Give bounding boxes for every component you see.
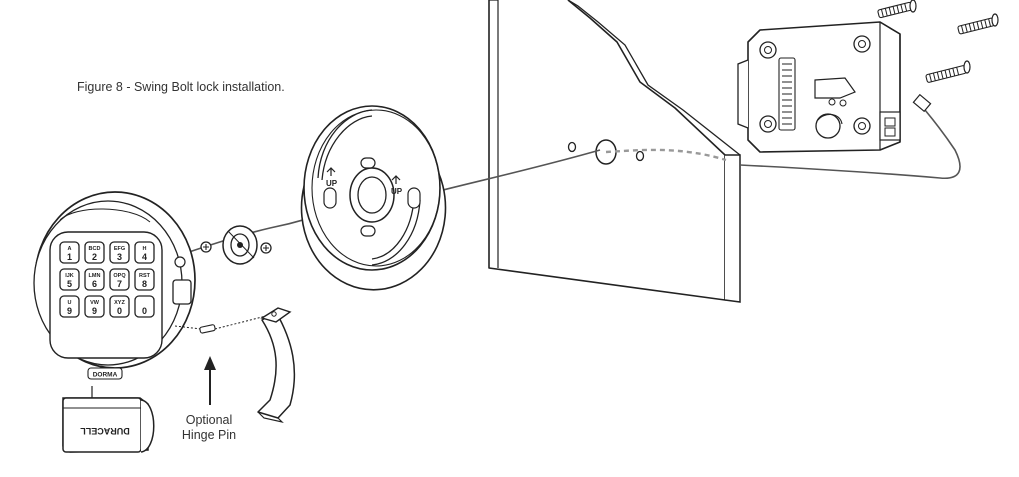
keypad-key-letters: IJK	[65, 273, 74, 279]
keypad-key-outline	[109, 268, 130, 291]
hinge-pin	[174, 314, 271, 405]
up-arrow-icon	[391, 175, 401, 184]
keypad-key-outline	[109, 295, 130, 318]
lock-screw-icon	[925, 60, 971, 83]
keypad-key-outline	[134, 268, 155, 291]
keypad-key-digit: 0	[142, 306, 147, 316]
lock-screws	[877, 0, 999, 83]
keypad-key-digit: 2	[92, 252, 97, 262]
keypad-key-digit: 6	[92, 279, 97, 289]
keypad-key-letters: OPQ	[113, 273, 126, 279]
lock-screw-icon	[957, 13, 999, 35]
keypad-key-letters: A	[68, 246, 72, 252]
battery: DURACELL	[62, 386, 155, 453]
keypad-key-letters: U	[68, 300, 72, 306]
keypad-key[interactable]: 0	[134, 295, 155, 318]
door-screw-hole	[567, 141, 577, 153]
keypad-key-outline	[59, 295, 80, 318]
hinge-pin-part	[199, 324, 216, 334]
keypad-key[interactable]: H4	[134, 241, 155, 264]
lock-connector	[912, 93, 932, 113]
mounting-plate: UP UP	[300, 105, 447, 291]
mounting-slot	[407, 187, 421, 209]
door-screw-hole	[635, 150, 645, 162]
keypad-brand: DORMA	[93, 372, 118, 379]
keypad-key-outline	[84, 268, 105, 291]
keypad-key[interactable]: A1	[59, 241, 80, 264]
keypad-key-digit: 1	[67, 252, 72, 262]
keypad-key-digit: 4	[142, 252, 147, 262]
keypad-key-digit: 8	[142, 279, 147, 289]
keypad-key-digit: 0	[117, 306, 122, 316]
keypad-side-latch	[172, 279, 192, 305]
mounting-slot	[323, 187, 337, 209]
keypad-brand-plate	[87, 367, 123, 380]
keypad-key-digit: 9	[67, 306, 72, 316]
keypad-key-outline	[109, 241, 130, 264]
up-arrow-icon	[326, 167, 336, 176]
up-label: UP	[391, 187, 403, 196]
safe-door-panel	[488, 0, 741, 303]
cable-grommet	[200, 225, 272, 265]
keypad-key-outline	[134, 241, 155, 264]
lock-body	[737, 21, 901, 153]
keypad-key-outline	[134, 295, 155, 318]
keypad-key-outline	[84, 241, 105, 264]
keypad-key-digit: 5	[67, 279, 72, 289]
keypad-key-outline	[59, 268, 80, 291]
hinge-pin-callout: Optional Hinge Pin	[166, 413, 252, 443]
callout-line-2: Hinge Pin	[181, 428, 237, 442]
keypad-key-letters: RST	[139, 273, 151, 279]
keypad-key-outline	[59, 241, 80, 264]
figure-caption: Figure 8 - Swing Bolt lock installation.	[77, 80, 285, 94]
keypad-key[interactable]: U9	[59, 295, 80, 318]
up-label: UP	[326, 179, 338, 188]
keypad-key-letters: XYZ	[114, 300, 125, 306]
keypad-key-outline	[84, 295, 105, 318]
lock-screw-icon	[877, 0, 917, 19]
keypad-key-letters: LMN	[89, 273, 101, 279]
battery-brand: DURACELL	[80, 426, 130, 436]
keypad-key-letters: EFG	[114, 246, 125, 252]
keypad-key-digit: 9	[92, 306, 97, 316]
keypad-key-letters: H	[143, 246, 147, 252]
keypad-faceplate	[49, 231, 163, 359]
callout-arrowhead-icon	[204, 356, 216, 370]
mounting-slot	[360, 225, 376, 237]
keypad-key-letters: BCD	[89, 246, 101, 252]
keypad-key-letters: VW	[90, 300, 100, 306]
callout-line-1: Optional	[185, 413, 233, 427]
keypad-key-digit: 7	[117, 279, 122, 289]
keypad-key-digit: 3	[117, 252, 122, 262]
hinge-bracket	[257, 307, 296, 424]
keypad-key[interactable]: VW9	[84, 295, 105, 318]
mounting-slot	[360, 157, 376, 169]
